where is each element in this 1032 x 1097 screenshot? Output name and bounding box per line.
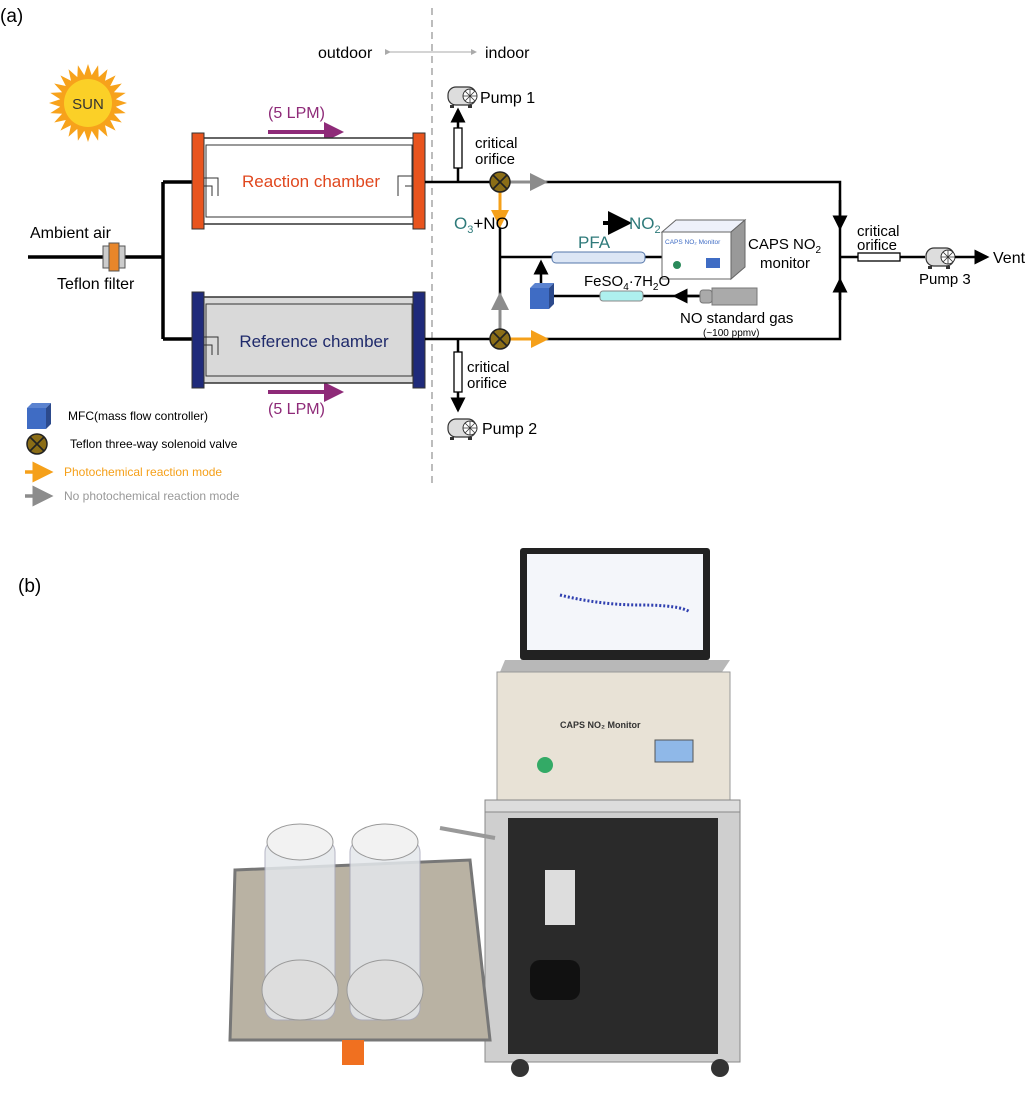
solenoid-valve-top [489,171,511,193]
reaction-chamber: Reaction chamber [191,132,426,230]
indoor-label: indoor [485,45,530,62]
teflon-filter-label: Teflon filter [57,276,135,293]
orifice-3-line2: orifice [857,237,897,254]
gas-cylinder-icon [699,287,758,306]
orifice-1-line2: orifice [475,151,515,168]
pump-1-icon [447,86,478,109]
legend-nophoto: No photochemical reaction mode [64,489,240,503]
orifice-2-line1: critical [467,359,510,376]
pump-3-icon [925,247,956,270]
panel-b-label: (b) [18,576,41,597]
pump-2-icon [447,418,478,441]
feso4-tube [599,290,644,302]
panel-a-label: (a) [0,6,23,27]
no-gas-conc: (~100 ppmv) [703,328,759,339]
legend-mfc: MFC(mass flow controller) [68,409,208,423]
vent-label: Vent [993,250,1026,267]
critical-orifice-1 [453,127,463,169]
critical-orifice-3 [857,252,901,262]
legend: MFC(mass flow controller) Teflon three-w… [25,403,240,507]
pump-2-label: Pump 2 [482,421,537,438]
pfa-tube [551,251,646,264]
caps-monitor-label: CAPS NO2 [748,236,822,256]
no-gas-label: NO standard gas [680,310,793,327]
solenoid-valve-bottom [489,328,511,350]
instrument-label: CAPS NO₂ Monitor [560,720,641,730]
legend-mfc-icon [27,403,51,429]
eq-o3: O3+NO [454,214,509,236]
legend-valve-icon [26,433,48,455]
pfa-label: PFA [578,233,611,252]
orifice-2-line2: orifice [467,375,507,392]
legend-photo: Photochemical reaction mode [64,465,222,479]
pump-1-label: Pump 1 [480,90,535,107]
reference-chamber-label: Reference chamber [239,332,389,351]
mfc-icon [530,283,554,309]
orifice-3-line1: critical [857,223,900,240]
feso4-label: FeSO4·7H2O [584,273,670,293]
flow-rate-bottom: (5 LPM) [268,401,325,418]
pump-3-label: Pump 3 [919,271,971,288]
reaction-chamber-label: Reaction chamber [242,172,380,191]
sun-label: SUN [72,96,104,113]
svg-text:CAPS NO₂ Monitor: CAPS NO₂ Monitor [665,239,721,246]
ambient-air-label: Ambient air [30,225,112,242]
critical-orifice-2 [453,351,463,393]
eq-no2: NO2 [629,214,661,236]
reference-chamber: Reference chamber [191,291,426,389]
teflon-filter-icon [102,242,126,272]
caps-monitor-label-2: monitor [760,255,810,272]
sun-icon: SUN [49,64,127,142]
flow-rate-top: (5 LPM) [268,105,325,122]
legend-valve: Teflon three-way solenoid valve [70,437,238,451]
outdoor-label: outdoor [318,45,373,62]
setup-photo: CAPS NO₂ Monitor [228,548,741,1077]
caps-monitor-icon: CAPS NO₂ Monitor [660,218,747,281]
orifice-1-line1: critical [475,135,518,152]
